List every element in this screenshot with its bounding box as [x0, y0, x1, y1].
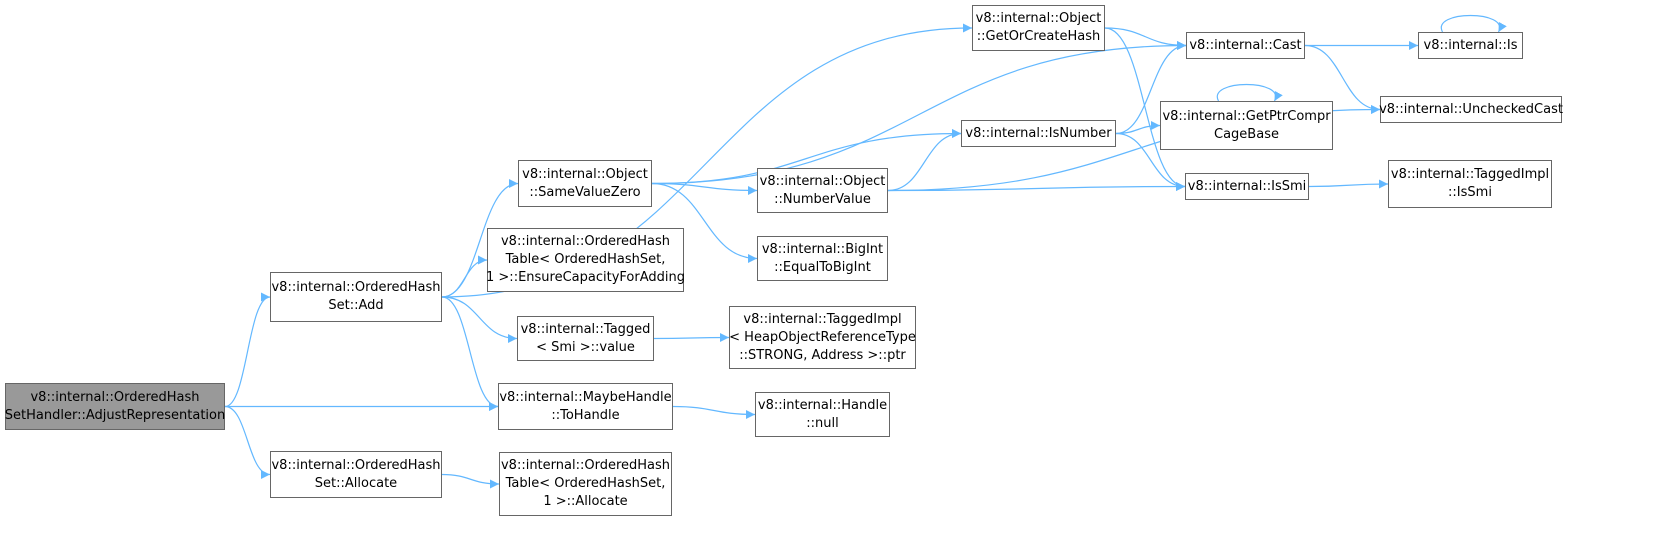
edge-get-ptr-compr-to-get-ptr-compr	[1216, 83, 1283, 102]
node-same-value-zero[interactable]: v8::internal::Object::SameValueZero	[518, 160, 652, 207]
node-big-int[interactable]: v8::internal::BigInt::EqualToBigInt	[757, 236, 888, 281]
node-label-line: Table< OrderedHashSet,	[505, 476, 666, 491]
node-label-line: v8::internal::Tagged	[520, 321, 651, 337]
node-tagged-value[interactable]: v8::internal::Tagged< Smi >::value	[517, 316, 654, 361]
node-label-line: v8::internal::UncheckedCast	[1379, 101, 1563, 117]
node-label-line: v8::internal::IsNumber	[965, 125, 1112, 141]
node-number-value[interactable]: v8::internal::Object::NumberValue	[757, 168, 888, 213]
node-label-line: v8::internal::TaggedImpl	[1390, 167, 1550, 182]
edge-is-number-to-cast	[1115, 41, 1187, 135]
node-tagged-impl-is-smi[interactable]: v8::internal::TaggedImpl::IsSmi	[1388, 160, 1552, 208]
edge-add-to-ensure-capacity	[441, 255, 488, 298]
node-to-handle[interactable]: v8::internal::MaybeHandle::ToHandle	[498, 383, 673, 430]
edge-is-to-is	[1440, 14, 1507, 33]
edge-get-or-create-hash-to-is-smi	[1104, 27, 1186, 191]
edges-layer	[224, 14, 1507, 489]
edge-root-to-allocate-set	[224, 405, 271, 479]
node-label-line: v8::internal::GetPtrCompr	[1162, 108, 1331, 124]
node-label-line: 1 >::Allocate	[543, 494, 628, 509]
node-label-line: v8::internal::Object	[759, 173, 886, 189]
node-label-line: 1 >::EnsureCapacityForAdding	[486, 270, 685, 285]
edge-add-to-to-handle	[441, 296, 499, 411]
node-label-line: < HeapObjectReferenceType	[729, 329, 916, 345]
edge-same-value-zero-to-is-number	[651, 129, 962, 185]
node-label-line: Set::Allocate	[314, 475, 398, 491]
node-label-line: ::IsSmi	[1448, 185, 1492, 200]
edge-cast-to-unchecked-cast	[1304, 44, 1381, 114]
node-label-line: v8::internal::Object	[975, 11, 1102, 26]
node-label-line: v8::internal::Is	[1423, 37, 1518, 53]
node-label-line: < Smi >::value	[536, 339, 635, 355]
edge-is-number-to-is-smi	[1115, 132, 1186, 191]
edge-is-smi-to-tagged-impl-is-smi	[1308, 179, 1389, 189]
edge-is-number-to-get-ptr-compr	[1115, 121, 1161, 135]
edge-get-or-create-hash-to-cast	[1104, 27, 1187, 50]
edge-same-value-zero-to-number-value	[651, 182, 758, 195]
node-label-line: ::GetOrCreateHash	[976, 29, 1101, 44]
node-label-line: ::NumberValue	[774, 191, 871, 207]
node-handle-null[interactable]: v8::internal::Handle::null	[755, 392, 890, 437]
node-tagged-impl-ptr[interactable]: v8::internal::TaggedImpl< HeapObjectRefe…	[729, 306, 916, 369]
edge-number-value-to-is-smi	[887, 182, 1186, 192]
node-label-line: v8::internal::BigInt	[761, 241, 884, 257]
node-label-line: ::null	[806, 415, 839, 431]
node-is-smi[interactable]: v8::internal::IsSmi	[1185, 173, 1309, 200]
edge-number-value-to-is-number	[887, 129, 962, 192]
node-label-line: v8::internal::OrderedHash	[271, 280, 441, 295]
node-label-line: v8::internal::MaybeHandle	[499, 389, 672, 405]
node-label-line: v8::internal::IsSmi	[1187, 178, 1307, 194]
node-label-line: v8::internal::Handle	[757, 397, 888, 413]
node-is[interactable]: v8::internal::Is	[1418, 32, 1523, 59]
node-is-number[interactable]: v8::internal::IsNumber	[961, 120, 1116, 147]
node-label-line: Set::Add	[328, 298, 384, 313]
node-label-line: v8::internal::OrderedHash	[30, 389, 200, 405]
node-label-line: ::STRONG, Address >::ptr	[739, 347, 906, 363]
node-label-line: SetHandler::AdjustRepresentation	[4, 407, 226, 423]
node-label-line: v8::internal::TaggedImpl	[743, 311, 902, 327]
node-label-line: ::SameValueZero	[529, 184, 641, 200]
edge-allocate-set-to-table-allocate	[441, 473, 500, 489]
node-label-line: CageBase	[1214, 126, 1279, 142]
edge-to-handle-to-handle-null	[672, 405, 756, 419]
edge-same-value-zero-to-big-int	[651, 182, 758, 263]
node-get-or-create-hash[interactable]: v8::internal::Object::GetOrCreateHash	[972, 5, 1105, 51]
node-cast[interactable]: v8::internal::Cast	[1186, 32, 1305, 59]
node-label-line: Table< OrderedHashSet,	[505, 252, 666, 267]
edge-add-to-tagged-value	[441, 296, 518, 343]
node-label-line: v8::internal::Object	[522, 166, 648, 182]
node-unchecked-cast[interactable]: v8::internal::UncheckedCast	[1379, 96, 1563, 123]
node-label-line: v8::internal::OrderedHash	[500, 458, 671, 473]
node-label-line: ::ToHandle	[551, 407, 620, 423]
node-label-line: v8::internal::OrderedHash	[271, 457, 441, 473]
node-label-line: ::EqualToBigInt	[774, 259, 871, 275]
edge-same-value-zero-to-cast	[651, 41, 1187, 185]
edge-tagged-value-to-tagged-impl-ptr	[653, 333, 730, 343]
node-label-line: v8::internal::Cast	[1189, 37, 1302, 53]
node-label-line: v8::internal::OrderedHash	[500, 234, 671, 249]
edge-root-to-add	[224, 292, 271, 408]
